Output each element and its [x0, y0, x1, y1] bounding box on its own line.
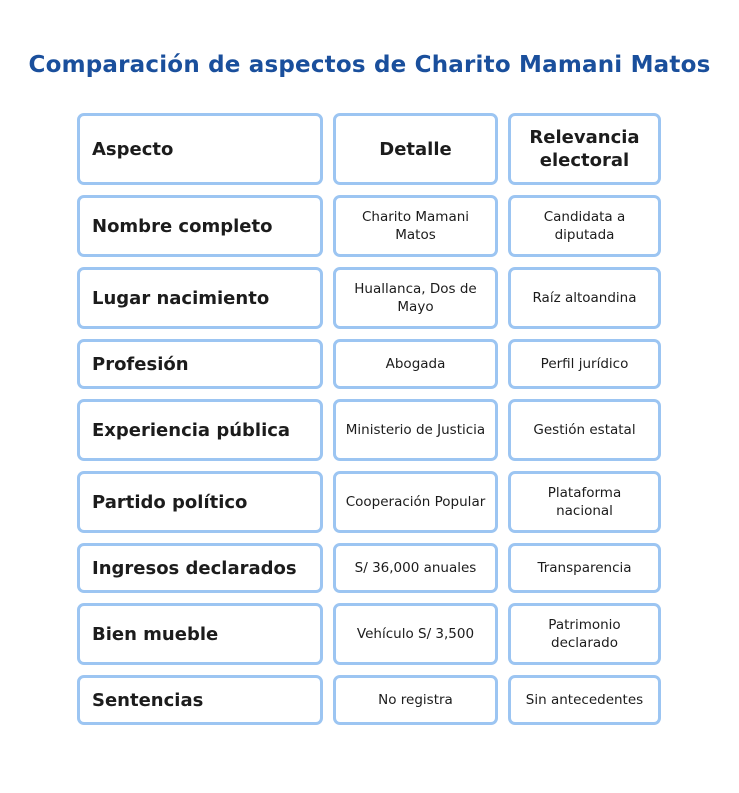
row-aspecto: Lugar nacimiento — [77, 267, 323, 329]
comparison-grid: Aspecto Detalle Relevancia electoral Nom… — [77, 113, 661, 725]
row-detalle: Huallanca, Dos de Mayo — [333, 267, 498, 329]
row-relevancia: Perfil jurídico — [508, 339, 661, 389]
header-aspecto: Aspecto — [77, 113, 323, 185]
row-relevancia: Plataforma nacional — [508, 471, 661, 533]
row-relevancia: Gestión estatal — [508, 399, 661, 461]
row-aspecto: Partido político — [77, 471, 323, 533]
row-detalle: Abogada — [333, 339, 498, 389]
row-relevancia: Raíz altoandina — [508, 267, 661, 329]
row-aspecto: Ingresos declarados — [77, 543, 323, 593]
row-relevancia: Sin antecedentes — [508, 675, 661, 725]
diagram-title: Comparación de aspectos de Charito Maman… — [28, 52, 711, 78]
row-aspecto: Nombre completo — [77, 195, 323, 257]
row-detalle: Vehículo S/ 3,500 — [333, 603, 498, 665]
row-relevancia: Candidata a diputada — [508, 195, 661, 257]
row-aspecto: Experiencia pública — [77, 399, 323, 461]
row-aspecto: Sentencias — [77, 675, 323, 725]
row-detalle: Cooperación Popular — [333, 471, 498, 533]
header-detalle: Detalle — [333, 113, 498, 185]
row-relevancia: Patrimonio declarado — [508, 603, 661, 665]
row-relevancia: Transparencia — [508, 543, 661, 593]
row-detalle: Charito Mamani Matos — [333, 195, 498, 257]
header-relevancia: Relevancia electoral — [508, 113, 661, 185]
row-aspecto: Profesión — [77, 339, 323, 389]
row-aspecto: Bien mueble — [77, 603, 323, 665]
row-detalle: S/ 36,000 anuales — [333, 543, 498, 593]
row-detalle: Ministerio de Justicia — [333, 399, 498, 461]
row-detalle: No registra — [333, 675, 498, 725]
